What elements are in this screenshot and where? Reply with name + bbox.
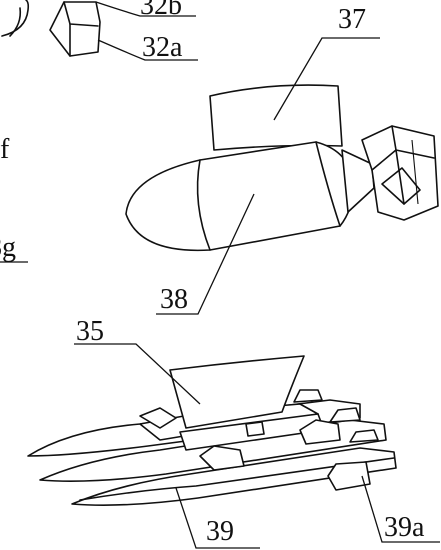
label-39a: 39a (384, 512, 425, 543)
leader-38 (156, 193, 255, 315)
leader-32a (97, 39, 198, 61)
bomb-body-38 (125, 141, 354, 252)
bracket-39a (327, 461, 371, 491)
figure-32-partial (1, 0, 198, 61)
leader-39 (175, 487, 260, 549)
label-32a: 32a (142, 32, 183, 63)
label-37: 37 (338, 4, 366, 35)
label-8g-partial: 8g (0, 232, 16, 263)
figure-missiles (27, 343, 440, 549)
leader-35 (74, 343, 201, 405)
label-32b: 32b (140, 0, 182, 21)
figure-bomb (125, 37, 439, 315)
label-f-partial: f (0, 134, 10, 165)
label-39: 39 (206, 516, 234, 547)
label-38: 38 (160, 284, 188, 315)
plate-35 (169, 355, 305, 429)
leader-39a (361, 475, 440, 543)
leader-32b (95, 1, 196, 17)
leader-37 (273, 37, 380, 121)
label-35: 35 (76, 316, 104, 347)
block-32a-shape (49, 1, 101, 57)
missile-front (71, 447, 397, 506)
